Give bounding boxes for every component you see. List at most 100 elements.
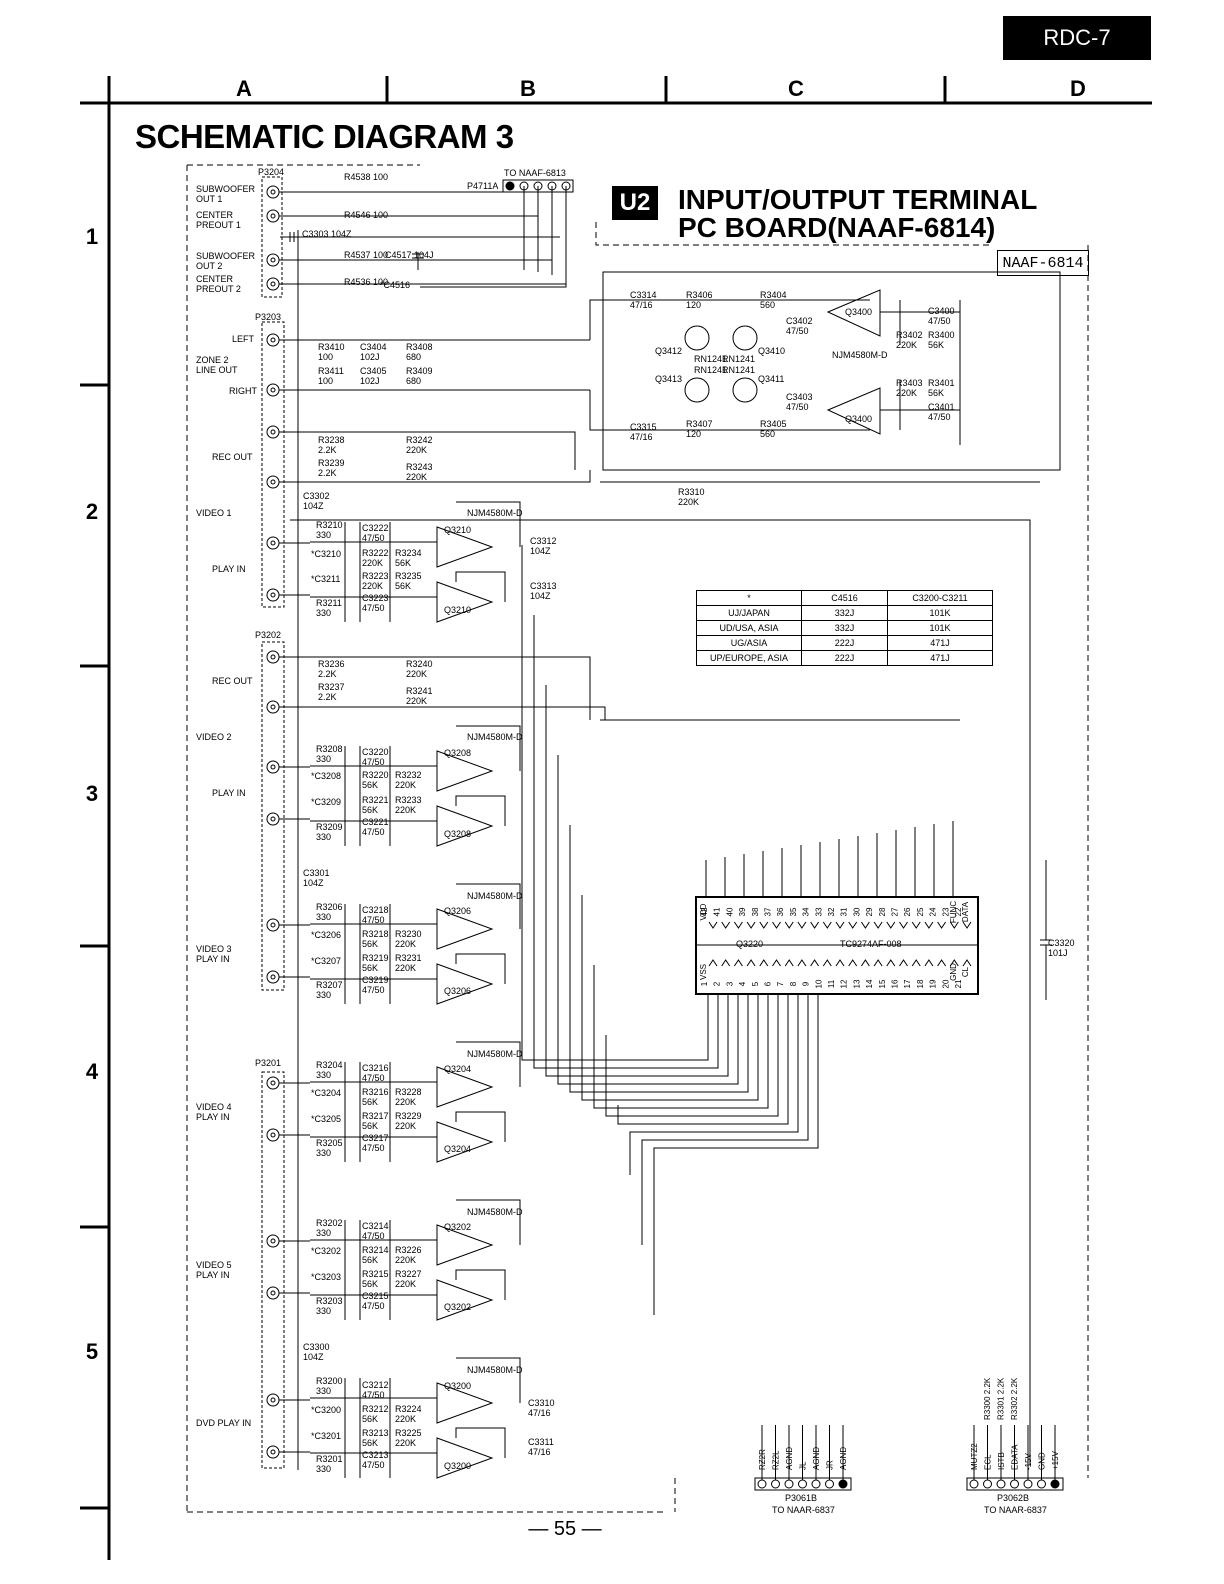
rn1241-label-1: RN1241 [694,354,728,364]
ic-pin-name: GND [949,963,958,981]
ic-pin-name: DATA [961,901,970,922]
table-row: UP/EUROPE, ASIA 222J 471J [696,650,993,666]
p3203-label: P3203 [255,312,282,322]
c4516-label: *C4516 [380,280,411,290]
r3229-label: R3229 220K [395,1111,422,1131]
c3301-label: C3301 104Z [303,868,330,888]
c3314-label: C3314 47/16 [630,290,657,310]
connector-pin-icon [798,1479,807,1489]
signal-bus-line [617,994,789,1125]
switch-icon [746,959,756,967]
switch-icon [924,921,934,929]
table-row: UJ/JAPAN 332J 101K [696,605,993,621]
variant-header-c4516: C4516 [801,590,888,606]
opamp-feedback [455,1357,521,1458]
jack-center-icon [270,429,276,435]
switch-icon [733,921,743,929]
r3407-label: R3407 120 [686,419,713,439]
zone2-line-out-label: ZONE 2 LINE OUT [196,355,238,375]
signal-bus-line [533,615,719,1069]
r3235-label: R3235 56K [395,571,422,591]
r3241-label: R3241 220K [406,686,433,706]
r3231-label: R3231 220K [395,953,422,973]
ic-pin-number: 22 [954,907,963,916]
switch-icon [721,959,731,967]
subwoofer-out-2-label: SUBWOOFER OUT 2 [196,251,256,271]
ic-pin-number: 10 [814,979,823,988]
connector-pin-icon [838,1479,848,1489]
center-preout-2-label: CENTER PREOUT 2 [196,274,241,294]
c3221-label: C3221 47/50 [362,817,389,837]
jack-icon [266,918,280,932]
r3405-label: R3405 560 [760,419,787,439]
r3402-label: R3402 220K [896,330,923,350]
grid-row-5: 5 [85,1339,99,1364]
p3062b-resistor-label: R3301 2.2K [997,1377,1006,1420]
q3400-bottom-label: Q3400 [845,414,873,424]
to-naaf-6813-label: TO NAAF-6813 [504,168,566,178]
opamp-triangle [436,1382,494,1424]
video1-play-in-label: PLAY IN [212,564,246,574]
ic-pin-number: 28 [878,907,887,916]
c3402-label: C3402 47/50 [786,316,813,336]
r3225-label: R3225 220K [395,1428,422,1448]
jack-center-icon [270,337,276,343]
r3213-label: R3213 56K [362,1428,389,1448]
ic-pin-number: 3 [725,981,734,986]
q3206-b-label: Q3206 [444,986,472,996]
r3403-label: R3403 220K [896,378,923,398]
c3300-label: C3300 104Z [303,1342,330,1362]
r3217-label: R3217 56K [362,1111,389,1131]
variant-cell: 222J [801,650,888,666]
video1-label: VIDEO 1 [196,508,232,518]
connector-pin-icon [825,1479,834,1489]
signal-bus-line [557,755,739,1085]
ic-pin-number: 33 [814,907,823,916]
switch-icon [899,921,908,929]
jack-icon [266,812,280,826]
variant-cell: 471J [887,650,993,666]
connector-pin-icon [757,1479,767,1489]
r3221-label: R3221 56K [362,795,389,815]
r4538-label: R4538 100 [344,172,389,182]
jack-icon [266,425,280,439]
jack-icon [266,650,280,664]
r3237-label: R3237 2.2K [318,682,345,702]
njm4580-stage5-label: NJM4580M-D [467,1207,523,1217]
c3217-label: C3217 47/50 [362,1133,389,1153]
r3203-label: R3203 330 [316,1296,343,1316]
variant-cell: 222J [801,635,888,651]
stage-wiring [310,904,437,1004]
zone2-right-label: RIGHT [229,386,257,396]
q3412-label: Q3412 [655,346,683,356]
c3204-label: *C3204 [311,1088,342,1098]
q3210-b-label: Q3210 [444,605,472,615]
connector-pin-icon [811,1479,821,1489]
variant-cell: 101K [887,620,993,636]
c3211-label: *C3211 [311,574,341,584]
r3239-label: R3239 2.2K [318,458,345,478]
c3215-label: C3215 47/50 [362,1291,389,1311]
q3210-a-label: Q3210 [444,525,472,535]
signal-bus-line [653,994,819,1315]
r4536-label: R4536 100 [344,277,389,287]
r3215-label: R3215 56K [362,1269,389,1289]
r3212-label: R3212 56K [362,1404,389,1424]
video4-label: VIDEO 4 PLAY IN [196,1102,232,1122]
jack-center-icon [270,387,276,393]
jack-icon [266,1393,280,1407]
r3220-label: R3220 56K [362,770,389,790]
switch-icon [937,921,947,929]
ic-pin-number: 31 [840,907,849,916]
jack-center-icon [270,540,276,546]
connector-pin-icon [969,1479,979,1489]
rec-out-1-label: REC OUT [212,452,253,462]
grid-row-4: 4 [85,1059,99,1084]
p3202-label: P3202 [255,630,282,640]
rn1241-label-4: RN1241 [722,365,756,375]
zone2-left-label: LEFT [232,334,255,344]
opamp-feedback [455,883,521,984]
opamp-triangle [436,526,494,568]
